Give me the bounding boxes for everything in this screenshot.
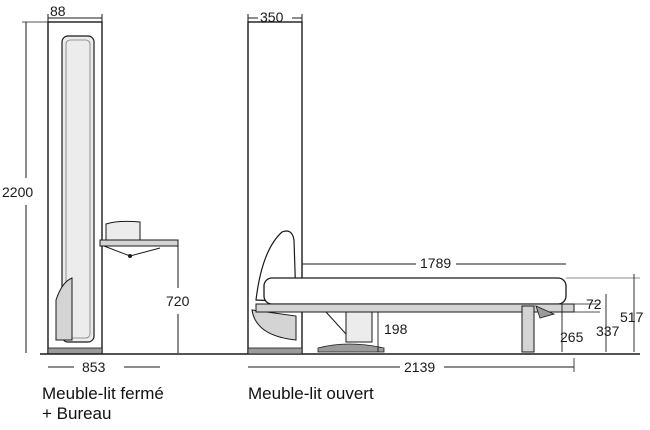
closed-view-caption: Meuble-lit fermé + Bureau — [42, 384, 164, 424]
total-length-label: 2139 — [404, 359, 435, 375]
closed-caption-line-1: Meuble-lit fermé — [42, 384, 164, 403]
closed-view-dimension-lines — [22, 14, 179, 368]
closed-depth-label: 88 — [50, 3, 66, 19]
leg-offset-label: 198 — [384, 321, 408, 337]
open-view-caption: Meuble-lit ouvert — [248, 384, 374, 403]
desk-height-label: 720 — [166, 293, 190, 309]
open-view-dimension-lines — [247, 14, 640, 372]
open-cabinet-depth-label: 350 — [260, 9, 284, 25]
closed-height-label: 2200 — [2, 184, 33, 200]
closed-width-label: 853 — [82, 359, 106, 375]
mattress-top-height-label: 517 — [620, 309, 644, 325]
closed-bed-cabinet — [47, 21, 103, 355]
frame-underside-height-label: 265 — [560, 329, 584, 345]
frame-top-height-label: 337 — [596, 323, 620, 339]
open-bed-frame — [255, 277, 575, 353]
fold-out-desk — [99, 220, 179, 258]
mattress-length-label: 1789 — [420, 255, 451, 271]
closed-caption-line-2: + Bureau — [42, 404, 112, 423]
frame-thickness-label: 72 — [586, 296, 602, 312]
